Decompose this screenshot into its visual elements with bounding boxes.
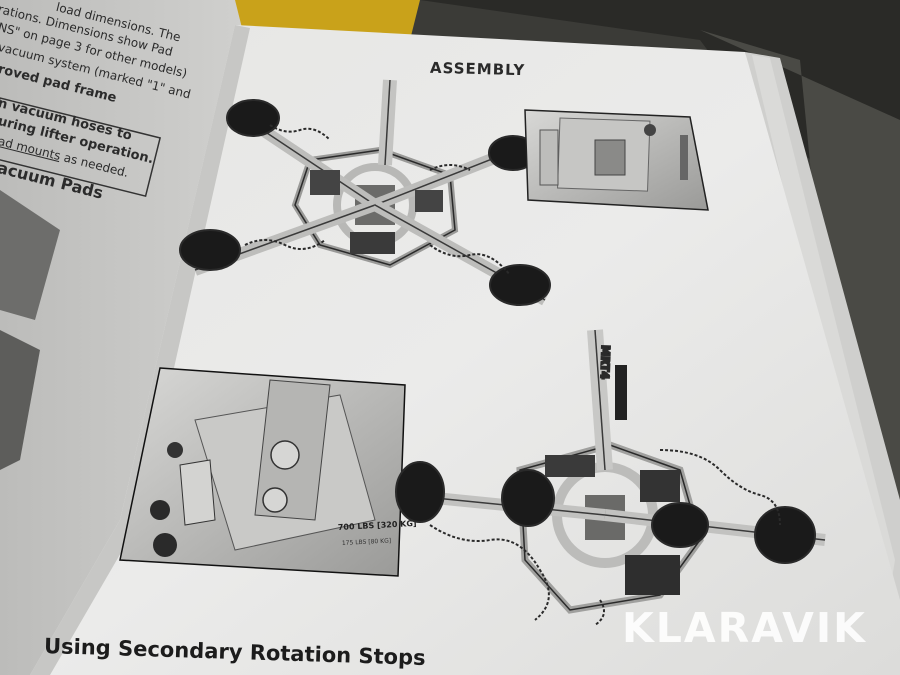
vacuum-hose bbox=[429, 164, 471, 171]
left-page bbox=[0, 0, 245, 675]
lifter-diagram-top bbox=[179, 79, 551, 306]
vacuum-pad bbox=[489, 264, 551, 306]
vacuum-pad bbox=[226, 99, 280, 137]
left-page-photo bbox=[0, 330, 40, 470]
vacuum-pad bbox=[651, 502, 709, 548]
vacuum-hose bbox=[244, 239, 326, 250]
page-title: ASSEMBLY bbox=[429, 58, 526, 80]
spine-shadow bbox=[30, 25, 250, 675]
inset-label-capacity-small: 175 LBS [80 KG] bbox=[342, 537, 392, 547]
vacuum-hose bbox=[269, 124, 331, 141]
left-page-photo bbox=[0, 190, 60, 320]
vacuum-hose bbox=[594, 599, 605, 626]
vacuum-hose bbox=[659, 449, 781, 526]
vacuum-pad bbox=[179, 229, 241, 271]
vacuum-hose bbox=[429, 524, 550, 621]
vacuum-pad bbox=[501, 469, 555, 527]
watermark-logo: KLARAVIK bbox=[622, 604, 867, 652]
inset-label-capacity: 700 LBS [320 KG] bbox=[338, 519, 417, 532]
inset-photo-bottom: 700 LBS [320 KG] 175 LBS [80 KG] bbox=[119, 367, 417, 577]
left-page-box bbox=[0, 97, 162, 198]
inset-photo-top bbox=[524, 109, 709, 211]
device-label: MRT4 bbox=[598, 345, 612, 380]
vacuum-hose bbox=[429, 244, 511, 276]
vacuum-pad bbox=[754, 506, 816, 564]
vacuum-pad bbox=[395, 461, 445, 523]
lifter-diagram-bottom: MRT4 bbox=[395, 329, 826, 626]
